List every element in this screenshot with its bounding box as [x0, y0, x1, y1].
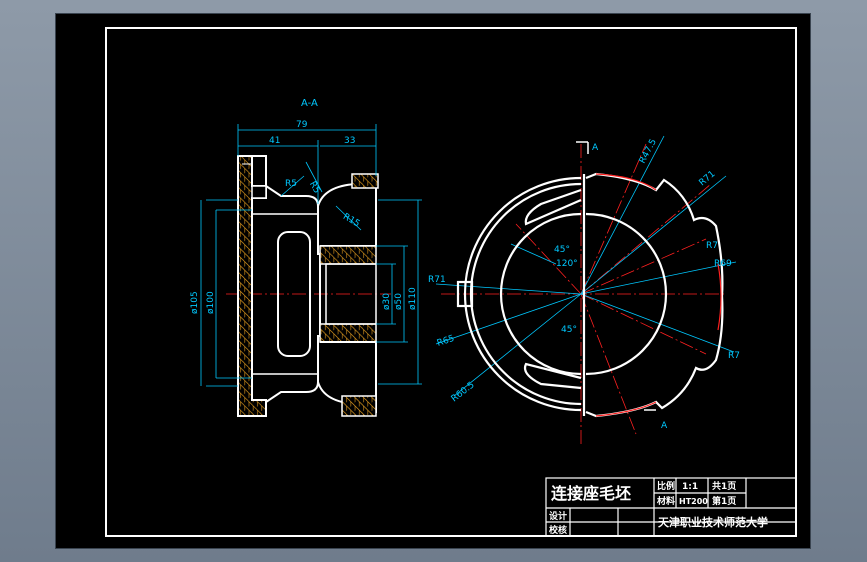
cad-drawing: A-A [105, 27, 797, 537]
material-label: 材料 [656, 495, 675, 507]
dim-r5-a: R5 [285, 179, 297, 189]
sheet-no: 第1页 [712, 495, 736, 507]
dim-ang45-bot: 45° [561, 325, 577, 335]
designer-label: 设计 [549, 510, 567, 522]
dim-r15: R15 [341, 212, 361, 230]
front-view: A A R47.5 R71 R7 R69 R7 R71 R65 R60.5 45… [428, 135, 740, 444]
part-name: 连接座毛坯 [551, 484, 631, 503]
section-view: A-A [190, 98, 422, 417]
dim-dia50: ø50 [394, 293, 404, 310]
dim-r7-b: R7 [728, 351, 740, 361]
dim-dia110: ø110 [408, 287, 418, 310]
title-block [545, 477, 797, 537]
dim-r71-left: R71 [428, 275, 446, 285]
dim-dia105: ø105 [190, 291, 200, 314]
dim-r69: R69 [714, 259, 732, 269]
section-label: A-A [301, 98, 318, 109]
dim-overall-width: 79 [296, 120, 308, 130]
section-mark-bottom: A [661, 421, 668, 431]
dim-r65: R65 [436, 334, 456, 349]
dim-left-width: 41 [269, 136, 280, 146]
dim-ang120: 120° [556, 259, 578, 269]
drawing-sheet: A-A [56, 14, 810, 548]
dim-ang45-top: 45° [554, 245, 570, 255]
dim-r5-b: R5 [307, 180, 322, 195]
drawing-border [105, 27, 797, 537]
section-mark-top: A [592, 143, 599, 153]
scale-label: 比例 [657, 480, 675, 492]
dim-r7-a: R7 [706, 241, 718, 251]
material-value: HT200 [679, 497, 708, 506]
sheets-total: 共1页 [712, 480, 736, 492]
checker-label: 校核 [549, 524, 567, 536]
institution-name: 天津职业技术师范大学 [658, 515, 768, 529]
dim-dia30: ø30 [382, 293, 392, 310]
dim-r605: R60.5 [450, 380, 477, 404]
dim-dia100: ø100 [206, 291, 216, 314]
dim-right-width: 33 [344, 136, 355, 146]
scale-value: 1:1 [682, 482, 698, 492]
